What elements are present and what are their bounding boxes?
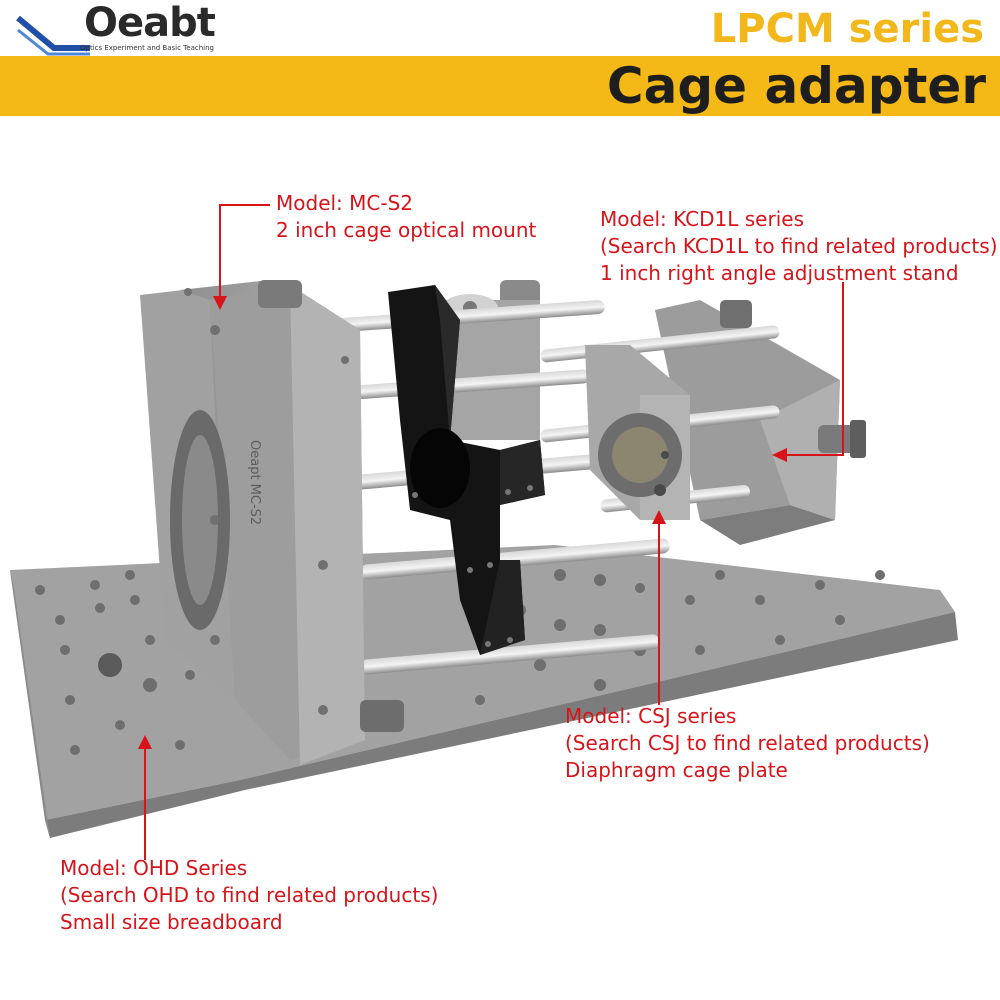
series-label: LPCM series: [710, 6, 984, 52]
callout-csj-model: Model: CSJ series: [565, 704, 737, 728]
callout-ohd-description: Small size breadboard: [60, 910, 283, 934]
brand-tagline: Optics Experiment and Basic Teaching: [80, 44, 214, 52]
callout-kcd1l: Model: KCD1L series (Search KCD1L to fin…: [600, 206, 998, 287]
cage-adapter-black: [388, 285, 545, 655]
callout-ohd: Model: OHD Series (Search OHD to find re…: [60, 855, 438, 936]
title-banner: [0, 56, 1000, 116]
callout-pointers: [138, 204, 844, 860]
callout-kcd1l-search: (Search KCD1L to find related products): [600, 234, 998, 258]
page-title: Cage adapter: [606, 57, 986, 115]
callout-mc-s2-model: Model: MC-S2: [276, 191, 414, 215]
callout-kcd1l-model: Model: KCD1L series: [600, 207, 804, 231]
brand-mark-icon: [16, 15, 90, 56]
callout-mc-s2: Model: MC-S2 2 inch cage optical mount: [276, 190, 536, 244]
brand-logo: [14, 8, 254, 58]
callout-csj-search: (Search CSJ to find related products): [565, 731, 930, 755]
mc-s2-cage-mount: [140, 280, 404, 765]
callout-mc-s2-description: 2 inch cage optical mount: [276, 218, 537, 242]
callout-csj: Model: CSJ series (Search CSJ to find re…: [565, 703, 930, 784]
callout-ohd-model: Model: OHD Series: [60, 856, 248, 880]
csj-cage-plate: [585, 345, 690, 520]
callout-ohd-search: (Search OHD to find related products): [60, 883, 439, 907]
callout-csj-description: Diaphragm cage plate: [565, 758, 788, 782]
callout-kcd1l-description: 1 inch right angle adjustment stand: [600, 261, 959, 285]
plate-engraving: Oeapt MC-S2: [247, 440, 262, 526]
brand-name: Oeabt: [84, 0, 216, 46]
